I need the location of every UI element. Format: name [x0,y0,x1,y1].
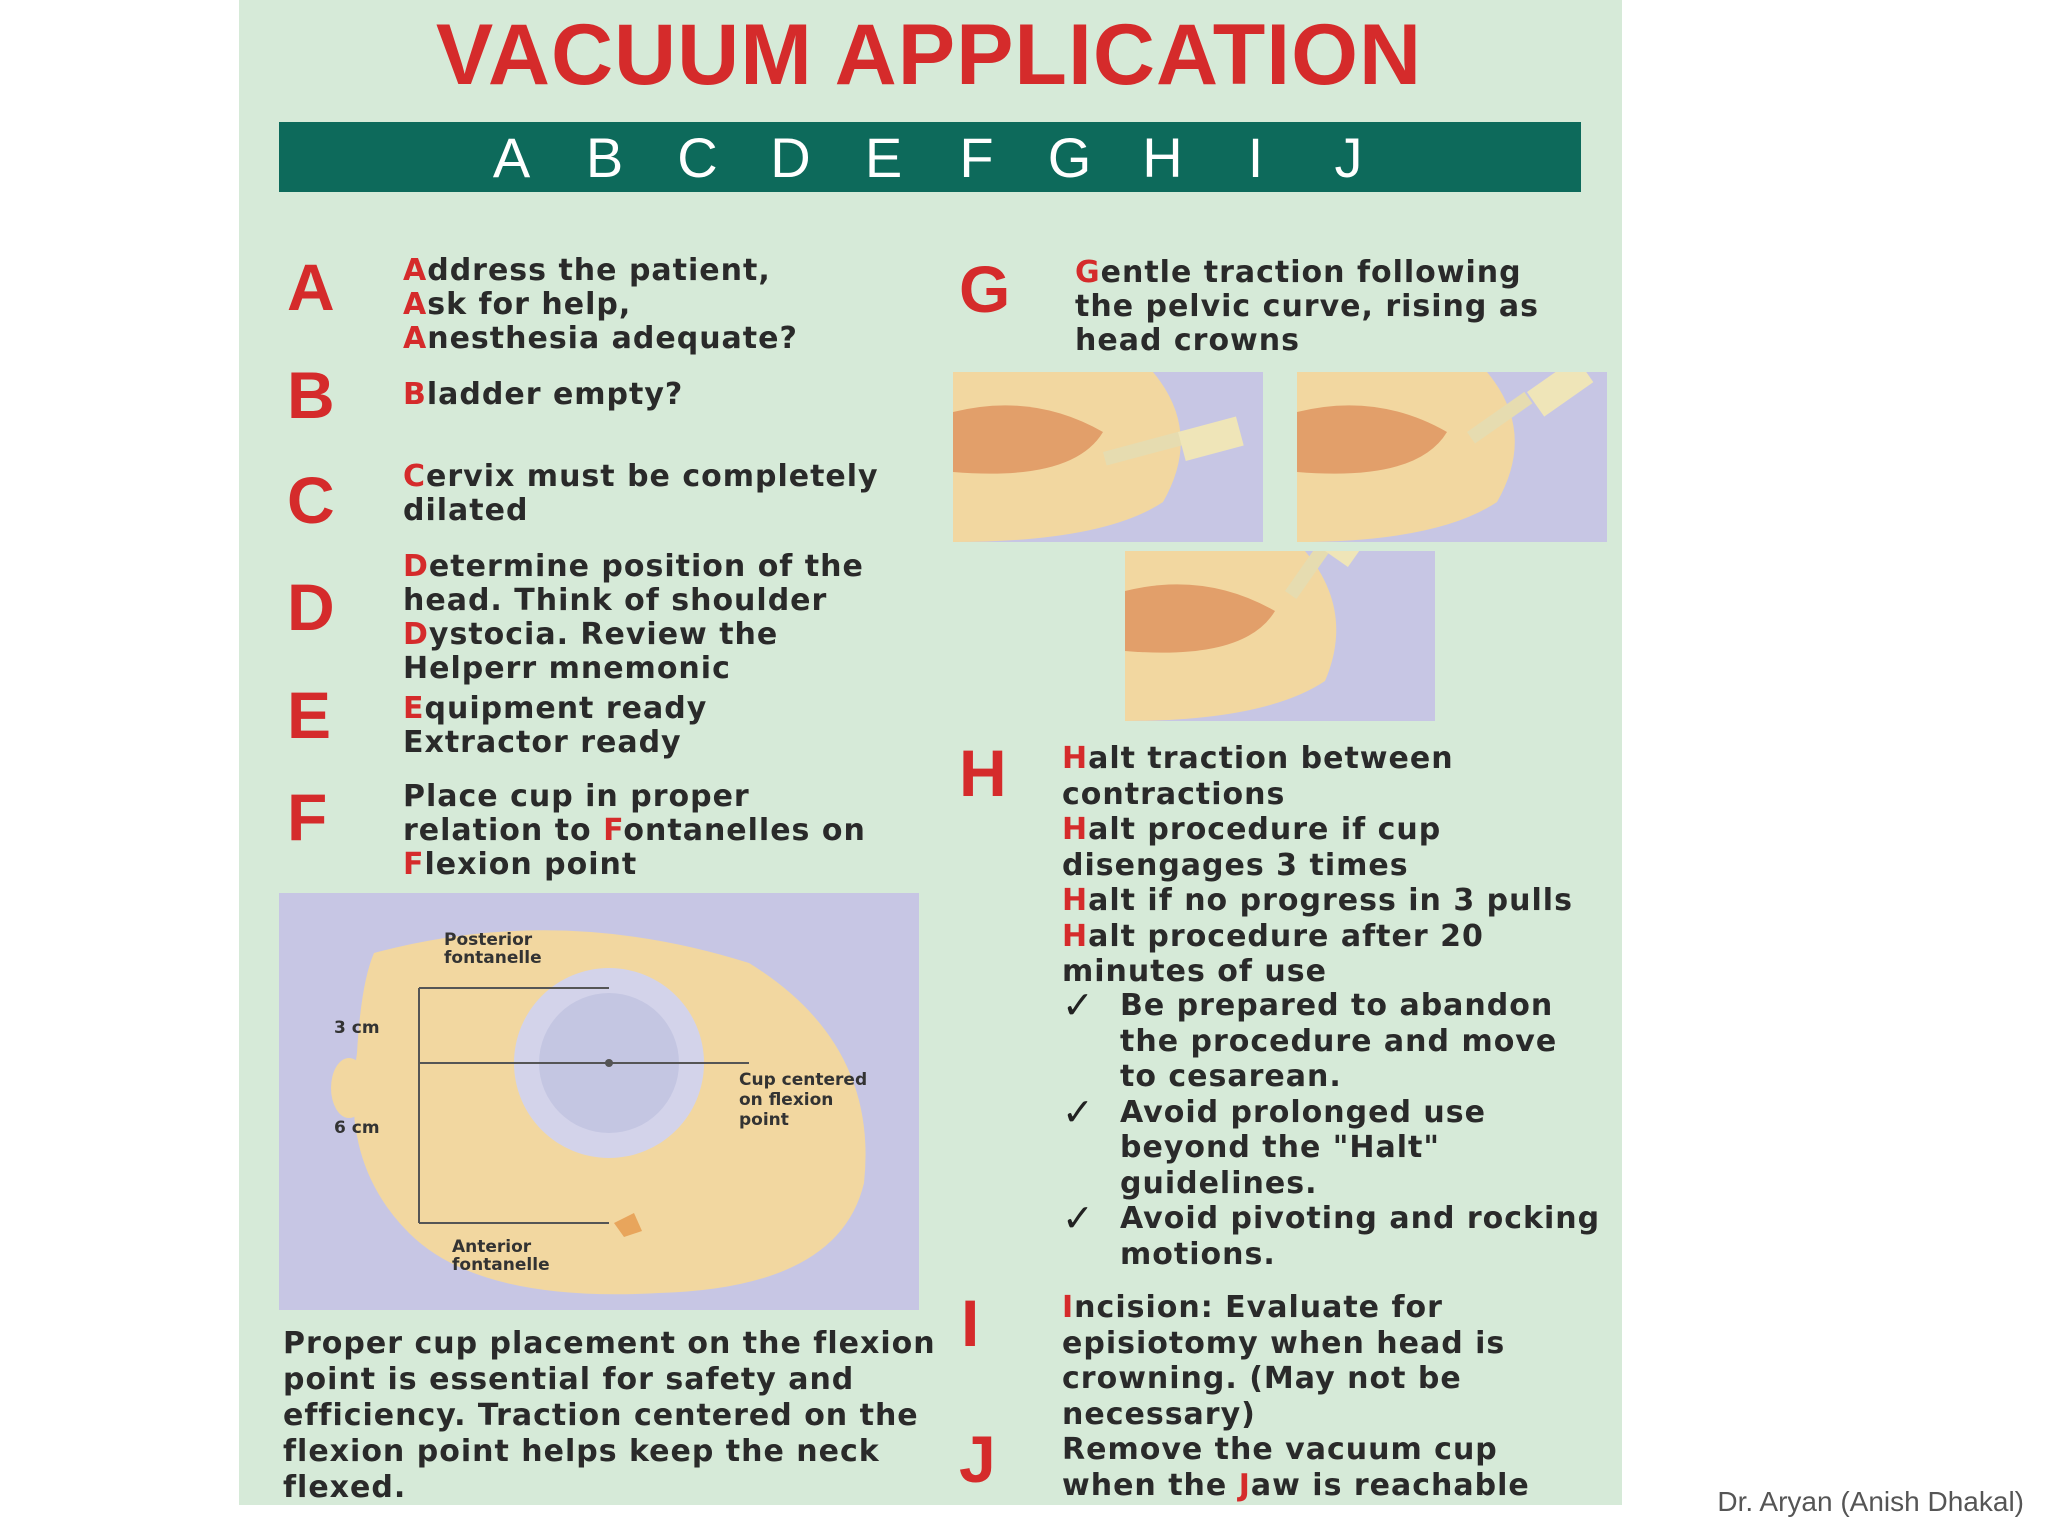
checkmark-icon: ✓ [1062,1089,1095,1134]
band-letter-a: A [492,125,531,189]
checklist-item: ✓ Avoid pivoting and rocking motions. [1062,1196,1601,1272]
letter-e: E [287,678,332,752]
anterior-fontanelle-mark [614,1213,642,1237]
fontanelle-diagram-svg [331,930,866,1295]
letter-c: C [287,463,335,537]
item-i-text: Incision: Evaluate for episiotomy when h… [1062,1290,1506,1432]
item-d-text: Determine position of the head. Think of… [403,549,864,686]
diagram-caption: Proper cup placement on the flexion poin… [283,1326,936,1505]
traction-illustration-2 [1297,372,1607,542]
checkmark-icon: ✓ [1062,1196,1095,1240]
letter-j: J [959,1422,996,1496]
letter-b: B [287,358,335,432]
letter-g: G [959,252,1011,326]
item-f-text: Place cup in proper relation to Fontanel… [403,779,866,882]
letter-h: H [959,736,1007,810]
traction-illustration-1 [953,372,1263,542]
traction-svg-3 [1125,551,1377,721]
traction-illustration-3 [1125,551,1435,721]
letter-f: F [287,780,328,854]
item-g-text: Gentle traction following the pelvic cur… [1075,255,1539,358]
band-letter-e: E [864,125,903,189]
item-c-text: Cervix must be completely dilated [403,459,879,528]
halt-checklist: ✓ Be prepared to abandon the procedure a… [1062,983,1602,1272]
item-b-text: Bladder empty? [403,377,684,412]
band-letter-j: J [1334,125,1363,189]
band-letter-g: G [1047,125,1092,189]
item-e-text: Equipment ready Extractor ready [403,691,708,760]
posterior-fontanelle-label: Posterior fontanelle [444,930,542,968]
author-footer: Dr. Aryan (Anish Dhakal) [1717,1486,2024,1517]
band-letter-i: I [1247,125,1264,189]
letter-d: D [287,570,335,644]
checklist-item: ✓ Be prepared to abandon the procedure a… [1062,983,1558,1094]
cup-centered-label: Cup centered on flexion point [739,1070,868,1130]
checkmark-icon: ✓ [1062,983,1095,1027]
letter-band: A B C D E F G H I J [279,122,1581,192]
checklist-item: ✓ Avoid prolonged use beyond the "Halt" … [1062,1089,1486,1201]
item-a-text: Address the patient, Ask for help, Anest… [403,253,798,356]
band-letter-f: F [959,125,994,189]
flexion-point [605,1059,613,1067]
traction-svg-1 [953,372,1244,542]
cm3-label: 3 cm [334,1018,380,1038]
page-title: VACUUM APPLICATION [435,7,1423,103]
band-letter-d: D [770,125,811,189]
band-letter-c: C [677,125,718,189]
letter-i: I [961,1286,980,1360]
anterior-fontanelle-label: Anterior fontanelle [452,1237,550,1275]
band-letter-b: B [585,125,624,189]
poster: VACUUM APPLICATION A B C D E F G H I J A… [239,0,1622,1505]
traction-svg-2 [1297,372,1594,542]
item-h-text: Halt traction between contractions Halt … [1062,741,1573,989]
band-letter-h: H [1142,125,1183,189]
item-j-text: Remove the vacuum cup when the Jaw is re… [1062,1432,1530,1503]
cm6-label: 6 cm [334,1118,380,1138]
letter-a: A [287,250,335,324]
fontanelle-diagram: Posterior fontanelle 3 cm 6 cm Cup cente… [279,893,919,1310]
